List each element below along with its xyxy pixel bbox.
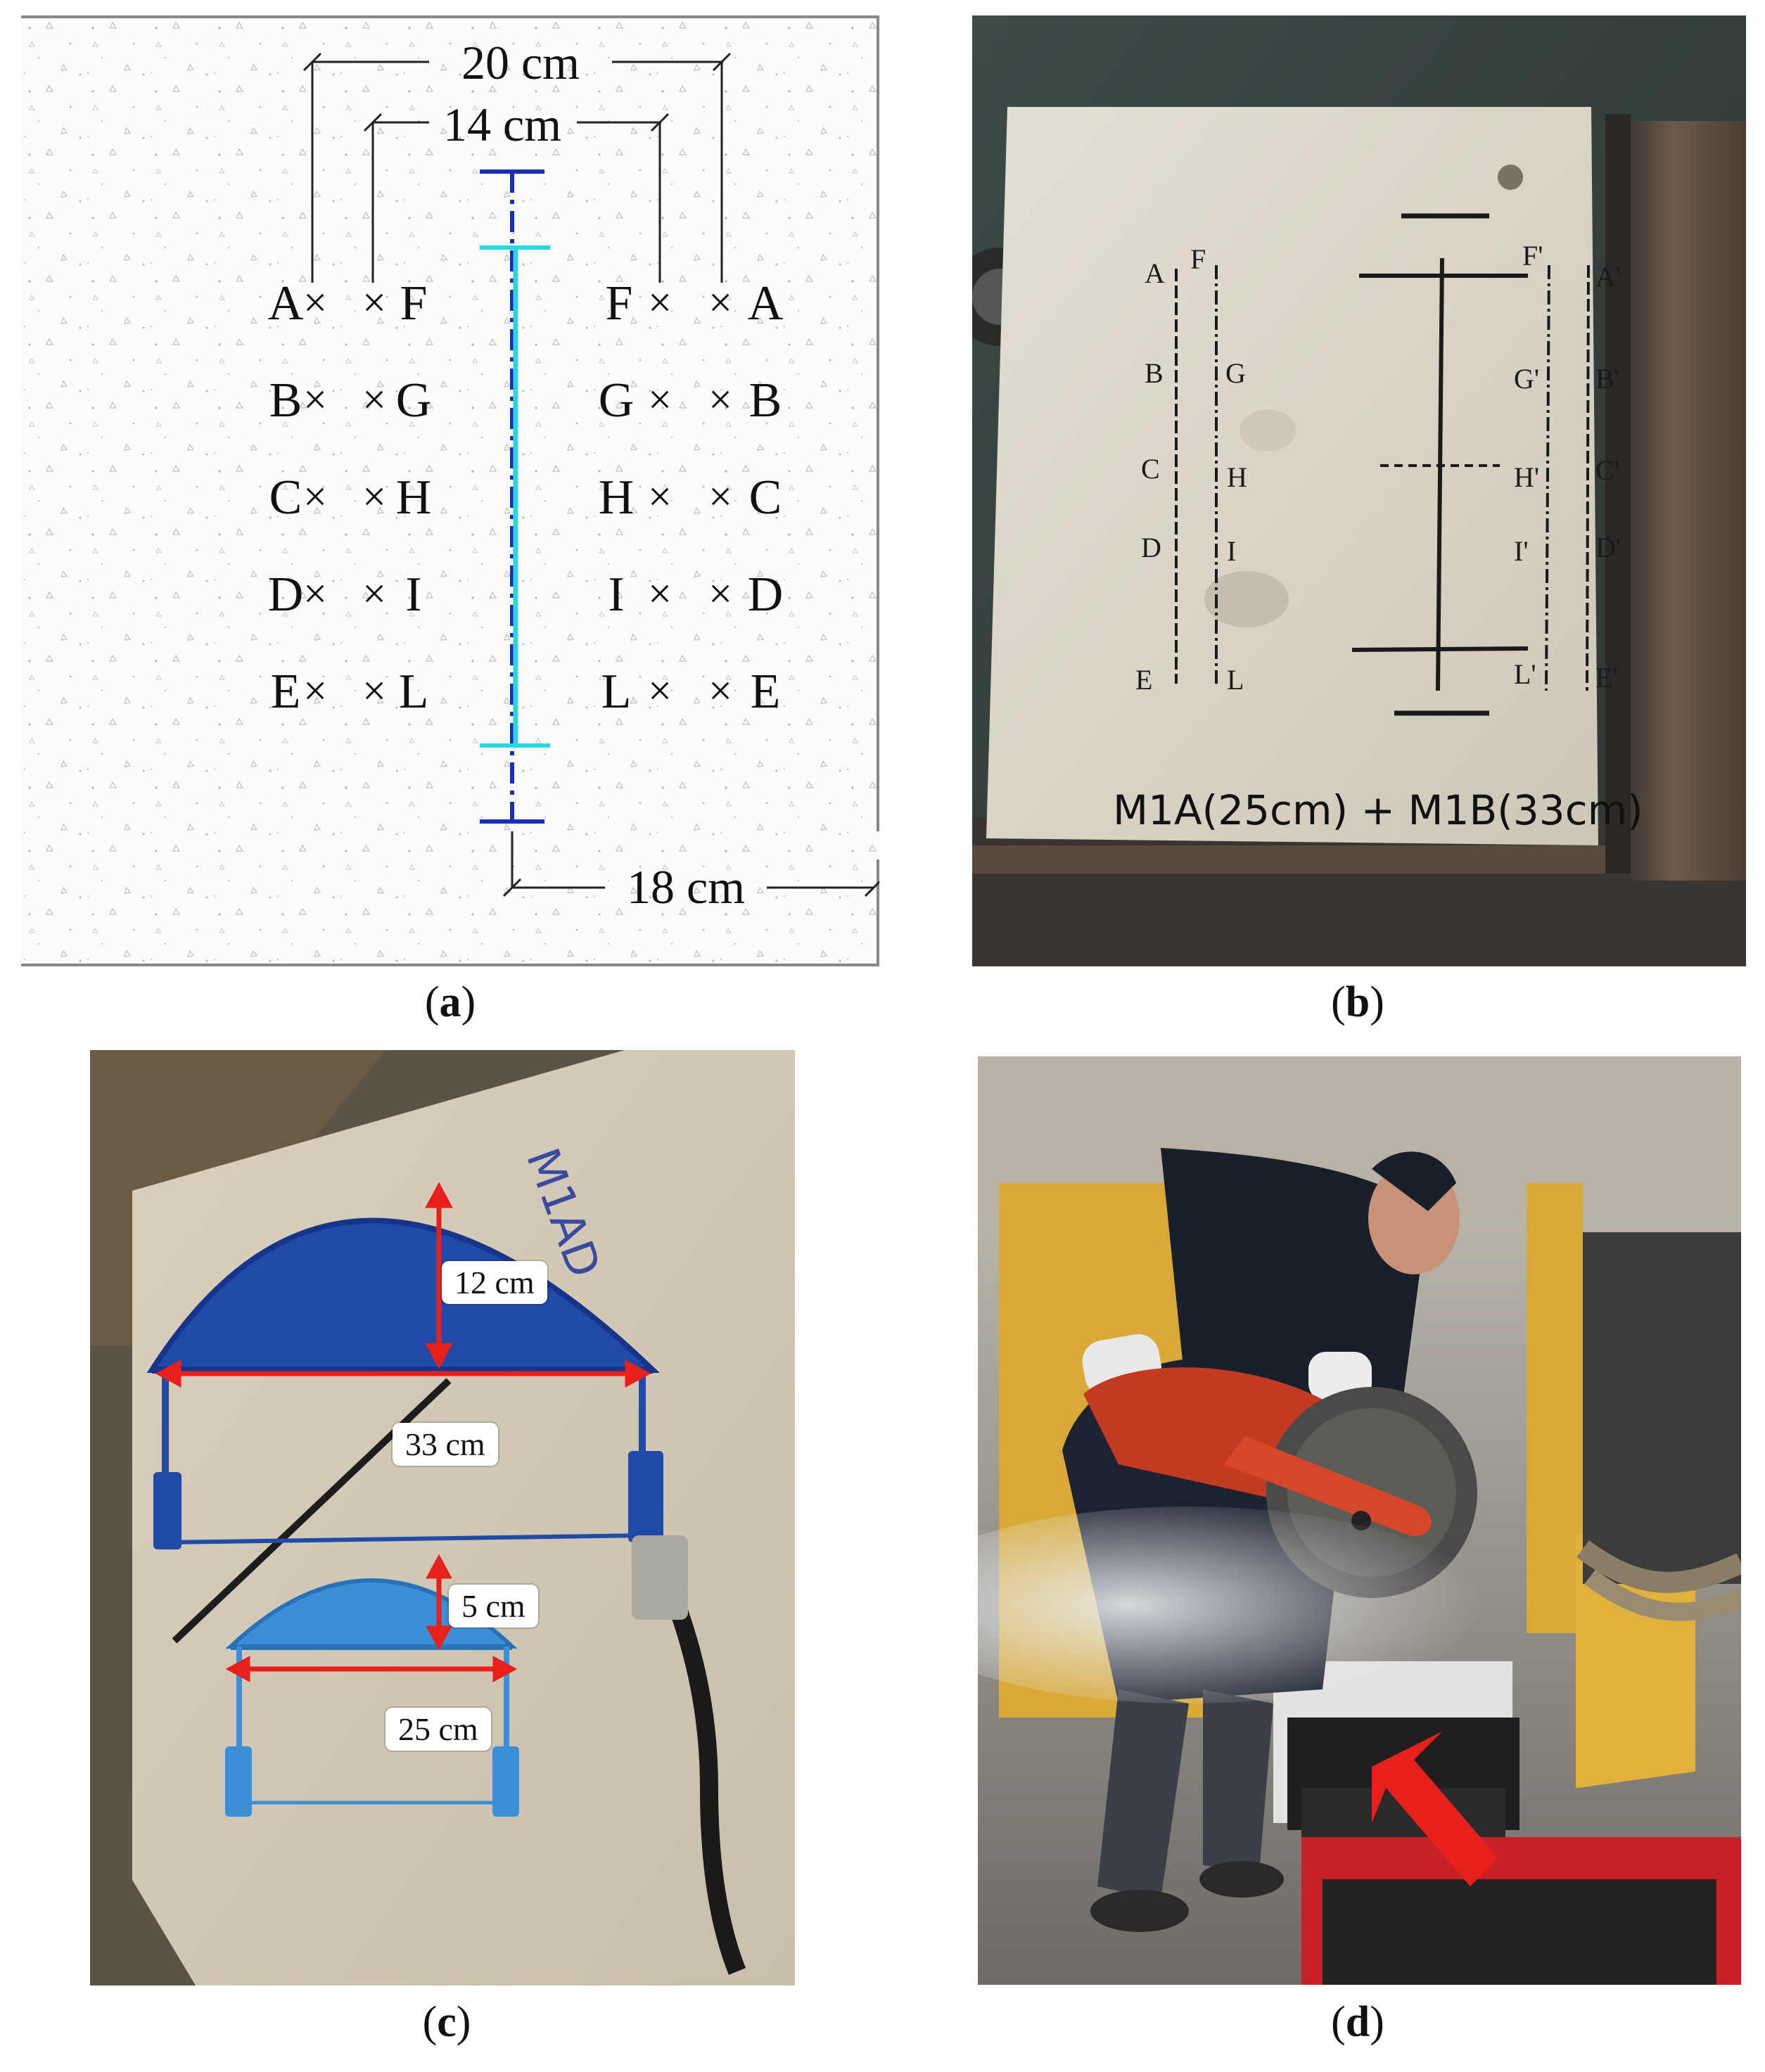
mark-F: F xyxy=(1190,243,1206,275)
point-L-left: L xyxy=(399,665,429,719)
cross-mark: × xyxy=(303,279,327,326)
cross-mark: × xyxy=(362,570,386,617)
dust-cloud xyxy=(978,1507,1484,1703)
red-arrow-icon xyxy=(1372,1732,1498,1886)
dim-20cm-label: 20 cm xyxy=(461,36,580,89)
point-F-left: F xyxy=(400,276,428,331)
cross-mark: × xyxy=(708,667,732,714)
marking-lines xyxy=(1175,213,1590,716)
hose-fitting xyxy=(632,1535,688,1620)
cross-mark: × xyxy=(648,376,672,423)
cross-mark: × xyxy=(362,376,386,423)
left-points: A × × F B × × G C × × H D × × I E × × L xyxy=(268,276,432,719)
steel-section xyxy=(480,170,550,824)
mark-D: D xyxy=(1141,532,1161,563)
mark-L-prime: L' xyxy=(1514,658,1536,690)
panel-c-photo: M1AD xyxy=(90,1050,795,1985)
point-G-left: G xyxy=(396,373,432,428)
label-5cm: 5 cm xyxy=(449,1585,538,1627)
slab-note: M1A(25cm) + M1B(33cm) xyxy=(1113,786,1643,834)
mark-G: G xyxy=(1225,357,1246,389)
point-H-left: H xyxy=(396,471,432,525)
panel-b: A B C D E F G H I L F' G' H' I' L' A' B'… xyxy=(972,15,1746,966)
mark-I-prime: I' xyxy=(1514,535,1529,567)
caption-c: (c) xyxy=(422,1998,471,2046)
caption-a: (a) xyxy=(424,978,476,1026)
wood-panel-right xyxy=(1527,1183,1583,1633)
steel-plate xyxy=(1626,121,1746,881)
mark-F-prime: F' xyxy=(1522,240,1543,271)
panel-a: 20 cm 14 cm 18 cm xyxy=(21,15,879,966)
cross-mark: × xyxy=(362,667,386,714)
dim-18cm-label: 18 cm xyxy=(627,860,745,914)
marking-labels: A B C D E F G H I L F' G' H' I' L' A' B'… xyxy=(1135,240,1621,696)
point-B-right: B xyxy=(749,373,782,428)
point-C-right: C xyxy=(749,471,782,525)
mark-G-prime: G' xyxy=(1514,363,1539,395)
label-12cm: 12 cm xyxy=(442,1261,547,1304)
caption-b: (b) xyxy=(1331,978,1384,1026)
caption-d: (d) xyxy=(1331,1998,1384,2046)
cross-mark: × xyxy=(648,473,672,520)
dim-18cm xyxy=(502,831,879,897)
mark-A: A xyxy=(1145,257,1165,289)
cross-mark: × xyxy=(708,376,732,423)
cross-mark: × xyxy=(362,279,386,326)
label-33cm: 33 cm xyxy=(393,1423,498,1466)
point-G-right: G xyxy=(599,373,635,428)
point-A-right: A xyxy=(748,276,784,331)
panel-d-photo xyxy=(978,1056,1741,1985)
point-E-left: E xyxy=(271,665,301,719)
mark-B: B xyxy=(1145,357,1164,389)
mark-E: E xyxy=(1135,664,1152,696)
point-D-left: D xyxy=(268,568,304,622)
point-L-right: L xyxy=(601,665,632,719)
point-H-right: H xyxy=(599,471,635,525)
concrete-slab xyxy=(986,107,1598,845)
cross-mark: × xyxy=(303,376,327,423)
mark-C: C xyxy=(1141,453,1160,485)
cross-mark: × xyxy=(708,473,732,520)
mark-L: L xyxy=(1227,664,1244,696)
point-E-right: E xyxy=(751,665,781,719)
cross-mark: × xyxy=(648,570,672,617)
point-I-left: I xyxy=(405,568,421,622)
panel-b-photo: A B C D E F G H I L F' G' H' I' L' A' B'… xyxy=(972,15,1746,966)
cross-mark: × xyxy=(362,473,386,520)
cross-mark: × xyxy=(708,570,732,617)
cross-mark: × xyxy=(648,279,672,326)
dim-14cm-label: 14 cm xyxy=(443,98,561,151)
label-25cm: 25 cm xyxy=(386,1708,491,1751)
large-gauge xyxy=(146,1217,663,1549)
cross-mark: × xyxy=(303,570,327,617)
mark-H: H xyxy=(1227,461,1247,493)
mark-E-prime: E' xyxy=(1595,662,1618,693)
point-C-left: C xyxy=(269,471,302,525)
dim-14cm xyxy=(363,113,670,283)
cross-mark: × xyxy=(303,667,327,714)
panel-d xyxy=(978,1056,1741,1985)
point-D-right: D xyxy=(748,568,784,622)
mark-I: I xyxy=(1227,535,1236,567)
lab-equipment xyxy=(1583,1232,1741,1584)
concrete-background xyxy=(21,15,879,966)
concrete-slab xyxy=(132,1050,795,1985)
mark-D-prime: D' xyxy=(1595,532,1621,563)
cross-mark: × xyxy=(303,473,327,520)
mark-H-prime: H' xyxy=(1514,461,1539,493)
point-I-right: I xyxy=(608,568,624,622)
mark-C-prime: C' xyxy=(1595,454,1619,486)
mark-B-prime: B' xyxy=(1595,363,1619,395)
cross-mark: × xyxy=(648,667,672,714)
point-B-left: B xyxy=(269,373,302,428)
mark-A-prime: A' xyxy=(1595,261,1621,293)
cross-mark: × xyxy=(708,279,732,326)
right-points: F × × A G × × B H × × C I × × D L × × E xyxy=(599,276,784,719)
panel-c: M1AD xyxy=(90,1050,795,1985)
dim-20cm xyxy=(302,52,732,283)
panel-a-diagram: 20 cm 14 cm 18 cm xyxy=(21,15,879,966)
point-F-right: F xyxy=(606,276,633,331)
point-A-left: A xyxy=(268,276,304,331)
measure-arrows xyxy=(155,1182,651,1682)
